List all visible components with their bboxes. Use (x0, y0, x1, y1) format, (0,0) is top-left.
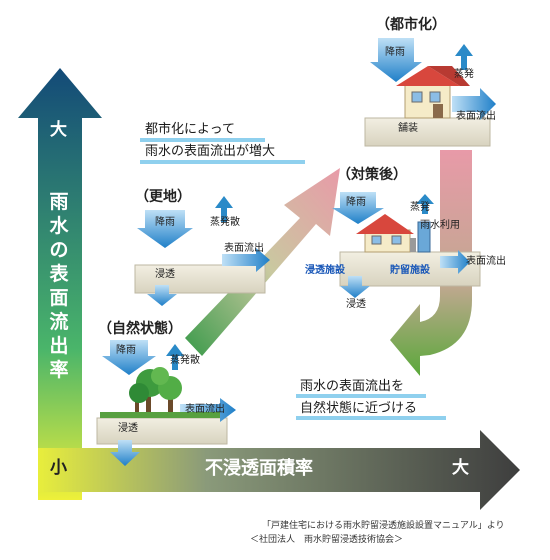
urban-runoff-label: 表面流出 (456, 111, 496, 122)
natural-title: （自然状態） (98, 321, 182, 337)
y-label-char: 面 (49, 287, 69, 309)
cleared-rain-label: 降雨 (155, 217, 175, 228)
after-rain-label: 降雨 (346, 197, 366, 208)
restore-arrow (390, 150, 472, 376)
natural-infil-label: 浸透 (118, 423, 138, 434)
after-runoff-arrow (440, 250, 470, 274)
natural-evap-arrow (166, 344, 184, 370)
runoff-arrows (180, 88, 496, 422)
y-label-char: 雨 (49, 191, 69, 213)
infiltration-arrows (110, 276, 370, 466)
x-axis-high: 大 (452, 458, 469, 478)
increase-bar-1 (140, 138, 265, 142)
restore-bar-2 (296, 416, 446, 420)
urban-house (396, 66, 470, 119)
y-label-char: 流 (49, 311, 69, 333)
after-rain-arrow (332, 192, 384, 224)
urban-pave-label: 舗装 (398, 123, 418, 134)
increase-caption-line-2: 雨水の表面流出が増大 (145, 144, 276, 159)
after-runoff-label: 表面流出 (466, 256, 506, 267)
y-label-char: 表 (49, 263, 69, 285)
urban-rain-label: 降雨 (385, 47, 405, 58)
y-axis-high: 大 (50, 120, 67, 140)
cleared-infil-label: 浸透 (155, 269, 175, 280)
after-infil-label: 浸透 (346, 299, 366, 310)
after-reuse-label: 雨水利用 (420, 220, 460, 231)
after-storage-facility-label: 貯留施設 (390, 265, 430, 276)
urban-evap-arrow (455, 44, 473, 70)
after-house (356, 214, 431, 253)
increase-caption-line-1: 都市化によって (145, 122, 235, 137)
source-line-1: 「戸建住宅における雨水貯留浸透施設設置マニュアル」より (262, 521, 505, 531)
natural-rain-arrow (102, 340, 156, 375)
increase-bar-2 (140, 160, 305, 164)
y-label-char: 水 (49, 215, 69, 237)
after-evap-label: 蒸発 (410, 202, 430, 213)
evaporation-arrows (166, 44, 473, 370)
restore-caption-line-1: 雨水の表面流出を (300, 379, 405, 394)
natural-rain-label: 降雨 (116, 345, 136, 356)
urban-evap-label: 蒸発 (454, 69, 474, 80)
x-axis-arrow (38, 430, 520, 510)
cleared-evap-label: 蒸発散 (210, 217, 240, 228)
cleared-evap-arrow (215, 196, 233, 222)
natural-runoff-label: 表面流出 (185, 404, 225, 415)
cleared-infil-arrow (147, 285, 177, 306)
urban-ground (364, 117, 491, 147)
cleared-runoff-arrow (222, 248, 270, 272)
natural-evap-label: 蒸発散 (170, 355, 200, 366)
cleared-rain-arrow (137, 210, 193, 248)
after-title: （対策後） (337, 167, 407, 183)
urban-runoff-arrow (452, 88, 496, 120)
restore-bar-1 (296, 394, 426, 398)
natural-infil-arrow (110, 440, 140, 466)
y-axis-low: 小 (50, 458, 67, 478)
y-axis-label: 雨 水 の 表 面 流 出 率 (48, 190, 70, 382)
trees (100, 367, 220, 418)
cleared-runoff-label: 表面流出 (224, 243, 264, 254)
cleared-ground (134, 264, 266, 294)
y-label-char: 率 (49, 359, 69, 381)
y-label-char: の (49, 239, 69, 261)
rain-arrows (102, 38, 422, 375)
after-infil-arrow (340, 276, 370, 298)
natural-ground (96, 417, 228, 445)
urban-title: （都市化） (376, 17, 446, 33)
y-axis-arrow (18, 68, 102, 500)
restore-caption-line-2: 自然状態に近づける (300, 401, 418, 416)
source-line-2: ＜社団法人 雨水貯留浸透技術協会＞ (250, 535, 404, 545)
after-evap-arrow (416, 194, 434, 214)
after-infil-facility-label: 浸透施設 (305, 265, 345, 276)
cleared-title: （更地） (135, 189, 191, 205)
urban-rain-arrow (370, 38, 422, 82)
y-label-char: 出 (49, 335, 69, 357)
x-axis-label: 不浸透面積率 (205, 458, 313, 479)
